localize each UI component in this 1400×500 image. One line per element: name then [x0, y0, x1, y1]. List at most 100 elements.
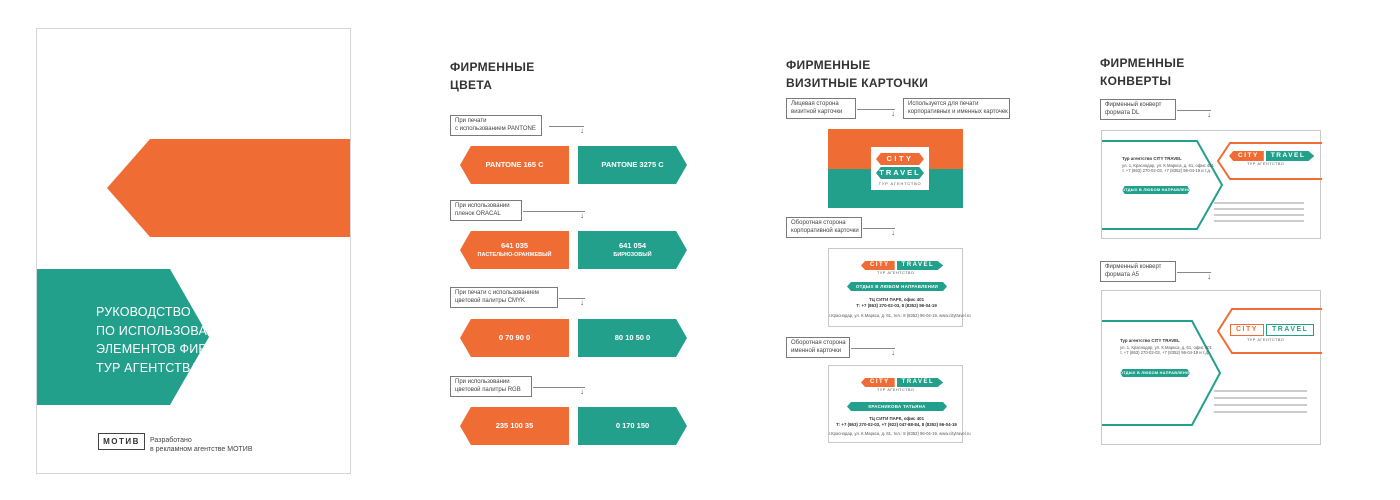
- label-line: визитной карточки: [791, 108, 843, 115]
- envelope-dl-logo: CITY TRAVEL: [1229, 151, 1315, 161]
- label-card-corp-back: Оборотная сторона корпоративной карточки: [786, 217, 862, 238]
- envelope-a5-shapes: [1102, 308, 1322, 426]
- heading-line: КОНВЕРТЫ: [1100, 74, 1172, 88]
- arrow-down-icon: ↓: [1207, 272, 1211, 281]
- card-named-logo: CITY TRAVEL: [861, 378, 944, 387]
- label-line: При использовании: [455, 203, 510, 209]
- motiv-logo: МОТИВ: [98, 433, 145, 450]
- envelope-dl-orange-chevron: [1216, 142, 1322, 180]
- swatch-value: 0 70 90 0: [498, 333, 531, 342]
- card-corp-logo: CITY TRAVEL: [861, 261, 944, 270]
- swatch-value: 641 054: [618, 241, 647, 250]
- label-line: корпоративных и именных карточек: [908, 108, 1008, 115]
- cover-title-line: Руководство: [96, 305, 191, 319]
- heading-line: ЦВЕТА: [450, 78, 493, 92]
- cover-orange-arrow: [107, 139, 350, 237]
- card-corp-line: ТЦ СИТИ ПАРК, офис 401: [868, 297, 925, 302]
- cards-heading: ФИРМЕННЫЕ ВИЗИТНЫЕ КАРТОЧКИ: [786, 56, 928, 92]
- card-front: CITY TRAVEL ТУР АГЕНТСТВО: [828, 129, 963, 208]
- label-oracal: При использовании пленок ORACAL: [450, 200, 522, 221]
- swatch-orange-rgb: 235 100 35: [460, 407, 569, 445]
- arrow-down-icon: ↓: [580, 126, 584, 135]
- logo-city: CITY: [861, 378, 895, 387]
- envelope-dl-pill: ОТДЫХ В ЛЮБОМ НАПРАВЛЕНИИ: [1122, 186, 1195, 194]
- card-corp-line: Т: +7 (863) 270-02-03, 8 (8352) 96-04-19: [856, 303, 937, 308]
- cover-shapes: [37, 139, 350, 405]
- arrow-down-icon: ↓: [891, 348, 895, 357]
- arrow-down-icon: ↓: [580, 298, 584, 307]
- cover-title-line: тур агентства City Travel: [96, 360, 284, 375]
- swatch-value: PANTONE 3275 C: [601, 160, 664, 169]
- label-line: цветовой палитры RGB: [455, 386, 521, 393]
- logo-city: CITY: [1230, 324, 1264, 336]
- connector-line: [863, 228, 895, 229]
- label-line: с использованием PANTONE: [455, 125, 536, 132]
- label-line: формата А5: [1105, 271, 1139, 278]
- label-line: пленок ORACAL: [455, 210, 501, 217]
- label-line: Фирменный конверт: [1105, 102, 1162, 108]
- connector-line: [549, 126, 584, 127]
- envelope-dl-tagline: ТУР АГЕНТСТВО: [1247, 162, 1285, 166]
- label-line: цветовой палитры CMYK: [455, 297, 526, 304]
- swatch-value: PANTONE 165 C: [485, 160, 544, 169]
- swatch-teal-rgb: 0 170 150: [578, 407, 687, 445]
- envelope-a5-sender-line: ул. 1, Краснодар, ул. К.Маркса, д. 61, о…: [1120, 345, 1212, 350]
- envelope-dl-sender-line: ул. 1, Краснодар, ул. К.Маркса, д. 61, о…: [1122, 163, 1214, 168]
- swatch-subvalue: БИРЮЗОВЫЙ: [613, 252, 652, 258]
- card-corp-back: CITY TRAVEL ТУР АГЕНТСТВО ОТДЫХ В ЛЮБОМ …: [828, 248, 971, 327]
- envelope-a5-sender: Тур агентство CITY TRAVEL: [1120, 338, 1180, 343]
- swatch-teal-pantone: PANTONE 3275 C: [578, 146, 687, 184]
- envelope-dl: CITY TRAVEL ТУР АГЕНТСТВО Тур агентство …: [1101, 130, 1322, 239]
- envelopes-heading: ФИРМЕННЫЕ КОНВЕРТЫ: [1100, 54, 1185, 90]
- label-rgb: При использовании цветовой палитры RGB: [450, 376, 532, 397]
- label-pantone: При печати с использованием PANTONE: [450, 115, 542, 136]
- envelope-a5-tagline: ТУР АГЕНТСТВО: [1247, 338, 1285, 342]
- label-envelope-a5: Фирменный конверт формата А5: [1100, 261, 1176, 282]
- swatch-orange-pantone: PANTONE 165 C: [460, 146, 569, 184]
- label-card-usage: Используется для печати корпоративных и …: [903, 98, 1010, 119]
- envelope-a5-sender-line: т. +7 (863) 270-02-03, +7 (8352) 96-04-1…: [1120, 350, 1209, 355]
- connector-line: [851, 348, 895, 349]
- swatch-value: 80 10 50 0: [614, 333, 651, 342]
- heading-line: ФИРМЕННЫЕ: [786, 58, 871, 72]
- card-named-tagline: ТУР АГЕНТСТВО: [877, 388, 915, 392]
- swatch-orange-oracal: 641 035 ПАСТЕЛЬНО-ОРАНЖЕВЫЙ: [460, 231, 569, 269]
- colors-heading: ФИРМЕННЫЕ ЦВЕТА: [450, 58, 535, 94]
- card-named-back: CITY TRAVEL ТУР АГЕНТСТВО КРАСНИКОВА ТАТ…: [828, 365, 971, 443]
- envelope-a5-teal-chevron: [1102, 320, 1222, 426]
- connector-line: [1177, 272, 1211, 273]
- logo-city: CITY: [861, 261, 895, 270]
- heading-line: ВИЗИТНЫЕ КАРТОЧКИ: [786, 76, 929, 90]
- heading-line: ФИРМЕННЫЕ: [1100, 56, 1185, 70]
- label-card-named-back: Оборотная сторона именной карточки: [786, 337, 850, 358]
- developer-credit-line: Разработано: [150, 437, 192, 444]
- envelope-a5-orange-chevron: [1216, 308, 1322, 354]
- envelope-dl-teal-chevron: [1102, 140, 1224, 230]
- label-line: При печати с использованием: [455, 290, 539, 296]
- arrow-down-icon: ↓: [580, 211, 584, 220]
- logo-travel: TRAVEL: [896, 378, 944, 387]
- label-line: Оборотная сторона: [791, 340, 846, 346]
- label-line: корпоративной карточки: [791, 227, 859, 234]
- arrow-down-icon: ↓: [1207, 110, 1211, 119]
- connector-line: [857, 109, 895, 110]
- label-line: Лицевая сторона: [791, 101, 839, 107]
- swatch-value: 235 100 35: [495, 421, 534, 430]
- label-line: При использовании: [455, 379, 510, 385]
- label-envelope-dl: Фирменный конверт формата DL: [1100, 99, 1176, 120]
- cover-title-line: по использованию: [96, 323, 239, 338]
- arrow-down-icon: ↓: [580, 387, 584, 396]
- card-named-address: г.Краснодар, ул. К.Маркса, д. 61, тел.: …: [829, 431, 971, 436]
- label-line: Используется для печати: [908, 101, 979, 107]
- swatch-value: 641 035: [500, 241, 529, 250]
- heading-line: ФИРМЕННЫЕ: [450, 60, 535, 74]
- developer-credit: Разработано в рекламном агентстве МОТИВ: [150, 436, 253, 454]
- swatch-teal-oracal: 641 054 БИРЮЗОВЫЙ: [578, 231, 687, 269]
- swatch-value: 0 170 150: [615, 421, 650, 430]
- card-corp-address: г.Краснодар, ул. К.Маркса, д. 61, тел.: …: [829, 313, 971, 318]
- label-line: Оборотная сторона: [791, 220, 846, 226]
- envelope-a5: CITY TRAVEL ТУР АГЕНТСТВО Тур агентство …: [1101, 290, 1322, 445]
- card-named-line: ТЦ СИТИ ПАРК, офис 401: [868, 416, 925, 421]
- swatch-teal-cmyk: 80 10 50 0: [578, 319, 687, 357]
- card-corp-pill: ОТДЫХ В ЛЮБОМ НАПРАВЛЕНИИ: [847, 282, 947, 291]
